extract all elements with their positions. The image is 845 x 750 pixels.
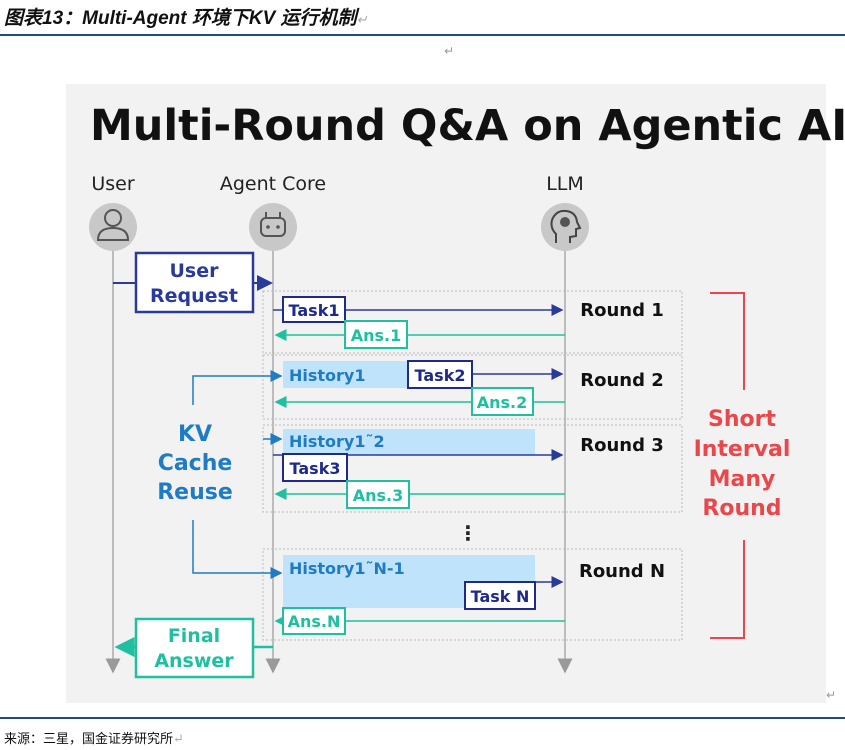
round-2-frame [262, 354, 683, 420]
history-label: History1 [289, 366, 366, 385]
bracket-top [710, 292, 745, 390]
final-answer-label: Answer [154, 650, 234, 672]
side-label: Many [709, 467, 776, 492]
round-3-frame [262, 424, 683, 513]
user-icon [89, 203, 137, 251]
history-block [283, 429, 535, 455]
actor-agent-label: Agent Core [220, 173, 326, 195]
actor-user-label: User [91, 173, 134, 195]
figure-caption: 图表13：Multi-Agent 环境下KV 运行机制↵ [4, 8, 368, 29]
round-label: Round 3 [580, 435, 664, 456]
task-label: Task1 [289, 301, 340, 320]
side-label: Interval [694, 437, 791, 462]
paragraph-mark: ↵ [826, 688, 837, 702]
round-label: Round 2 [580, 370, 664, 391]
source-note: 来源：三星，国金证券研究所↵ [4, 732, 184, 747]
task-box [282, 296, 346, 323]
round-n-frame [262, 548, 683, 641]
answer-box [346, 480, 410, 509]
figure-title: 图表13：Multi-Agent 环境下KV 运行机制 [4, 8, 357, 29]
actor-llm-label: LLM [546, 173, 584, 195]
history-label: History1˜N-1 [289, 559, 405, 578]
user-request-box [134, 251, 255, 314]
final-answer-box [134, 617, 255, 679]
user-request-label: Request [150, 285, 238, 307]
kv-reuse-arrow [192, 370, 283, 405]
header-rule [0, 34, 845, 36]
answer-box [471, 387, 534, 416]
diagram-title: Multi-Round Q&A on Agentic AI [90, 101, 845, 151]
answer-label: Ans.2 [477, 393, 528, 412]
side-label: Short [708, 407, 776, 432]
final-answer-label: Final [168, 625, 220, 647]
side-label: Round [702, 496, 781, 521]
answer-label: Ans.N [288, 612, 341, 631]
kv-cache-label: Cache [158, 451, 233, 476]
ellipsis: ⋮ [458, 521, 478, 545]
round-1-frame [262, 290, 683, 354]
user-request-label: User [170, 260, 220, 282]
task-box [407, 360, 473, 389]
kv-cache-label: Reuse [157, 480, 233, 505]
paragraph-mark: ↵ [444, 44, 455, 58]
answer-box [282, 607, 346, 635]
history-label: History1˜2 [289, 432, 385, 451]
brain-head-icon [541, 203, 589, 251]
task-box [282, 453, 348, 482]
task-label: Task2 [415, 366, 466, 385]
task-box [464, 581, 536, 610]
answer-label: Ans.1 [351, 326, 402, 345]
round-label: Round 1 [580, 300, 664, 321]
task-label: Task3 [290, 459, 341, 478]
kv-reuse-arrow [192, 520, 283, 579]
bracket-bottom [710, 540, 745, 639]
answer-box [344, 320, 408, 349]
task-label: Task N [471, 587, 530, 606]
round-label: Round N [579, 561, 665, 582]
footer-rule [0, 717, 845, 719]
kv-cache-label: KV [178, 422, 212, 447]
robot-icon [249, 203, 297, 251]
source-text: 来源：三星，国金证券研究所 [4, 732, 174, 747]
answer-label: Ans.3 [353, 486, 404, 505]
diagram-background [66, 84, 826, 703]
